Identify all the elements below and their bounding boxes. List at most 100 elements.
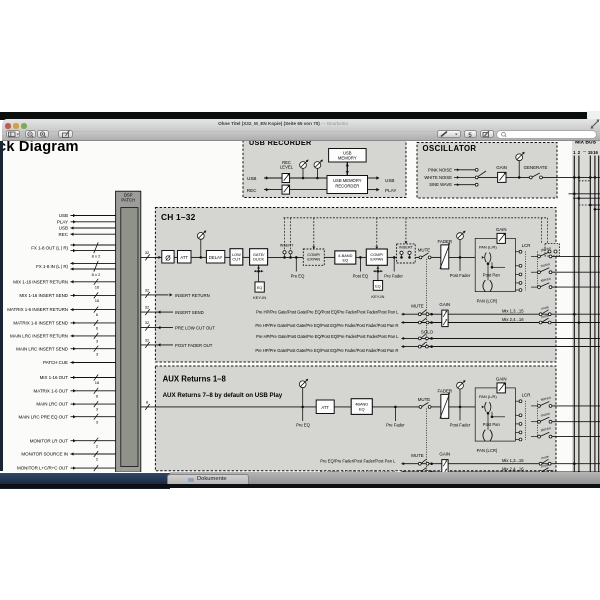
svg-text:USB: USB	[59, 226, 68, 231]
svg-text:mute: mute	[541, 463, 550, 469]
svg-text:MONITOR SOURCE IN: MONITOR SOURCE IN	[21, 452, 68, 457]
svg-text:COMP/: COMP/	[307, 252, 321, 257]
svg-text:MIX BUS: MIX BUS	[575, 141, 597, 146]
svg-text:INSERT SEND: INSERT SEND	[175, 310, 204, 315]
svg-text:stereo: stereo	[540, 277, 551, 283]
svg-text:3: 3	[96, 339, 99, 344]
svg-text:RECORDER: RECORDER	[335, 184, 359, 189]
svg-text:INSERT: INSERT	[399, 246, 414, 250]
svg-text:1: 1	[573, 150, 576, 155]
svg-text:32: 32	[145, 287, 150, 292]
svg-text:16: 16	[593, 150, 598, 155]
svg-text:6: 6	[96, 393, 99, 398]
svg-text:ATT: ATT	[180, 255, 188, 260]
svg-text:USB MEMORY: USB MEMORY	[333, 178, 362, 183]
svg-text:USB: USB	[343, 151, 352, 156]
svg-text:16: 16	[95, 284, 100, 289]
svg-text:MUTE: MUTE	[418, 248, 431, 253]
svg-text:MAIN LRC OUT: MAIN LRC OUT	[36, 402, 68, 407]
svg-text:MUTE: MUTE	[411, 304, 424, 309]
svg-text:Mix 1,3...15: Mix 1,3...15	[502, 458, 524, 463]
svg-text:EQ: EQ	[359, 406, 365, 411]
svg-text:3: 3	[96, 351, 99, 356]
svg-text:Post Pan: Post Pan	[483, 273, 501, 278]
svg-text:Post Fader: Post Fader	[450, 423, 471, 428]
svg-text:EXPAN: EXPAN	[307, 257, 320, 262]
svg-text:MAIN LRC PRE EQ OUT: MAIN LRC PRE EQ OUT	[18, 414, 68, 419]
svg-text:Pre EQ: Pre EQ	[291, 274, 305, 279]
svg-text:FX 1-8 IN (L | R): FX 1-8 IN (L | R)	[36, 264, 68, 269]
svg-text:AUX Returns 7–8 by default on: AUX Returns 7–8 by default on USB Play	[163, 392, 283, 399]
svg-text:5: 5	[468, 133, 472, 139]
svg-text:MIX 1-16 INSERT RETURN: MIX 1-16 INSERT RETURN	[13, 279, 68, 284]
svg-text:PINK NOISE: PINK NOISE	[428, 167, 452, 172]
svg-text:Mix 2,4...16: Mix 2,4...16	[502, 317, 524, 322]
svg-text:8: 8	[146, 399, 149, 404]
svg-text:mute: mute	[541, 455, 550, 461]
svg-text:mono: mono	[540, 412, 550, 418]
svg-text:DSP: DSP	[124, 193, 133, 198]
svg-text:4BAND: 4BAND	[355, 401, 368, 406]
svg-text:PRE LOW CUT OUT: PRE LOW CUT OUT	[175, 326, 215, 331]
svg-text:Pre EQ/Pre Fader/Post Fader/Po: Pre EQ/Pre Fader/Post Fader/Post Pan R	[320, 470, 396, 472]
svg-text:EQ: EQ	[257, 286, 262, 290]
svg-text:mute: mute	[541, 305, 550, 311]
svg-text:LCR: LCR	[522, 392, 531, 397]
svg-text:CUT: CUT	[232, 257, 241, 262]
svg-text:3: 3	[96, 419, 99, 424]
svg-text:15: 15	[588, 150, 593, 155]
svg-text:Pre HP/Pre Gate/Post Gate/Pre: Pre HP/Pre Gate/Post Gate/Pre EQ/Post EQ…	[255, 323, 398, 328]
svg-text:8 x 2: 8 x 2	[92, 272, 101, 277]
svg-text:REC: REC	[282, 160, 291, 165]
svg-text:32: 32	[145, 250, 150, 255]
svg-text:16: 16	[95, 298, 100, 303]
svg-text:MAIN LRC INSERT SEND: MAIN LRC INSERT SEND	[16, 346, 69, 351]
svg-text:Ø: Ø	[165, 255, 171, 262]
svg-text:PLAY: PLAY	[57, 220, 68, 225]
svg-text:GENERATE: GENERATE	[524, 165, 548, 170]
svg-text:6: 6	[96, 326, 99, 331]
svg-text:GAIN: GAIN	[496, 165, 507, 170]
svg-text:Pre EQ: Pre EQ	[296, 422, 310, 427]
svg-text:MATRIX 1-6 INSERT SEND: MATRIX 1-6 INSERT SEND	[13, 320, 68, 325]
svg-text:Post Pan: Post Pan	[483, 422, 501, 427]
svg-text:Pre HP/Pre Gate/Post Gate/Pre: Pre HP/Pre Gate/Post Gate/Pre EQ/Post EQ…	[255, 348, 398, 353]
svg-text:mute: mute	[541, 313, 550, 319]
svg-text:KEY-IN: KEY-IN	[371, 294, 384, 299]
svg-text:3: 3	[96, 471, 99, 472]
svg-text:COMP/: COMP/	[370, 252, 384, 257]
svg-text:PAN (LCR): PAN (LCR)	[477, 448, 498, 453]
svg-text:mono: mono	[540, 262, 550, 268]
svg-text:DUCK: DUCK	[253, 257, 264, 262]
svg-text:MUTE: MUTE	[411, 453, 424, 458]
svg-text:Pre HP/Pre Gate/Post Gate/Pre: Pre HP/Pre Gate/Post Gate/Pre EQ/Post EQ…	[256, 309, 399, 314]
svg-text:KEY-IN: KEY-IN	[253, 295, 266, 300]
svg-text:DELAY: DELAY	[209, 255, 223, 260]
svg-text:2: 2	[96, 457, 99, 462]
svg-text:32: 32	[145, 320, 150, 325]
svg-text:GATE/: GATE/	[253, 252, 265, 257]
svg-text:USB RECORDER: USB RECORDER	[249, 141, 312, 147]
svg-text:···: ···	[583, 150, 587, 154]
svg-text:stereo: stereo	[540, 426, 551, 432]
svg-text:FX 1-8 OUT (L | R): FX 1-8 OUT (L | R)	[31, 245, 68, 250]
svg-text:INSERT: INSERT	[280, 244, 295, 248]
svg-text:16: 16	[95, 380, 100, 385]
svg-text:PAN (L/R): PAN (L/R)	[479, 244, 498, 249]
svg-text:MEMORY: MEMORY	[338, 156, 357, 161]
svg-text:Mix 1,3...15: Mix 1,3...15	[502, 309, 524, 314]
svg-text:MONITOR LR OUT: MONITOR LR OUT	[30, 438, 69, 443]
svg-text:ATT: ATT	[321, 405, 329, 410]
svg-text:USB: USB	[247, 176, 256, 181]
svg-text:EXPAN: EXPAN	[370, 257, 383, 262]
svg-text:REC: REC	[58, 232, 68, 237]
svg-text:GAIN: GAIN	[439, 302, 450, 307]
svg-text:USB: USB	[385, 178, 394, 183]
svg-text:6: 6	[96, 312, 99, 317]
svg-text:Pre Fader: Pre Fader	[386, 422, 405, 427]
svg-text:stereo: stereo	[540, 396, 551, 402]
svg-text:USB: USB	[59, 213, 68, 218]
svg-text:PATCH: PATCH	[121, 198, 135, 203]
svg-text:LCR: LCR	[522, 243, 531, 248]
svg-text:MIX 1-16 INSERT SEND: MIX 1-16 INSERT SEND	[19, 293, 68, 298]
